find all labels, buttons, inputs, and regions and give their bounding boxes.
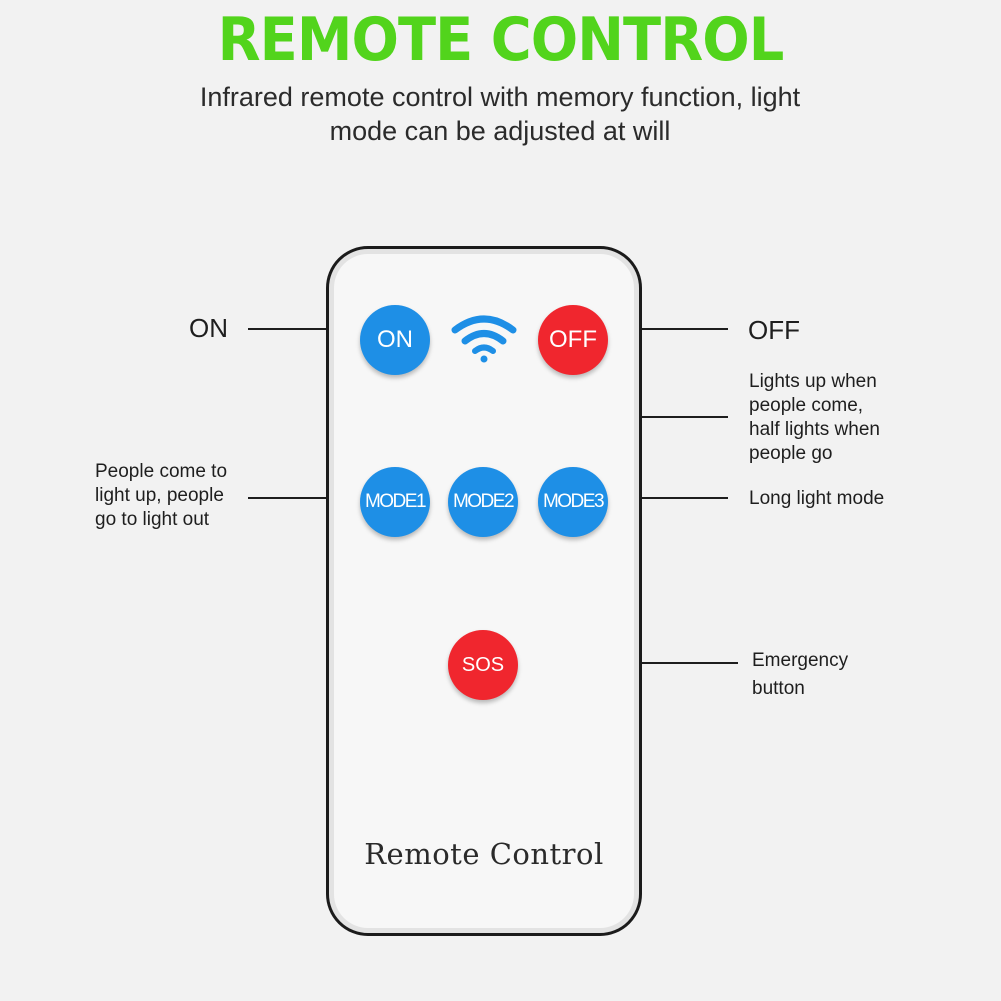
annotation-mode2: Lights up when people come, half lights … bbox=[749, 370, 949, 466]
off-button-label: OFF bbox=[549, 326, 597, 353]
annotation-line: Lights up when bbox=[749, 371, 877, 392]
annotation-mode3: Long light mode bbox=[749, 487, 969, 511]
annotation-line: People come to bbox=[95, 461, 228, 482]
sos-button[interactable]: SOS bbox=[448, 630, 518, 700]
off-button[interactable]: OFF bbox=[538, 305, 608, 375]
annotation-line: button bbox=[752, 678, 805, 699]
sos-button-label: SOS bbox=[461, 654, 505, 676]
mode2-button[interactable]: MODE2 bbox=[448, 467, 518, 537]
annotation-line: go to light out bbox=[95, 509, 210, 530]
mode1-button[interactable]: MODE1 bbox=[360, 467, 430, 537]
subtitle-line: Infrared remote control with memory func… bbox=[199, 82, 801, 112]
annotation-sos: Emergency button bbox=[752, 647, 912, 703]
annotation-line: light up, people bbox=[95, 485, 224, 506]
annotation-line: ON bbox=[189, 313, 228, 343]
annotation-off: OFF bbox=[748, 314, 800, 346]
annotation-line: half lights when bbox=[749, 419, 880, 440]
annotation-mode1: People come to light up, people go to li… bbox=[95, 460, 295, 532]
annotation-line: Long light mode bbox=[749, 488, 885, 509]
remote-brand-text: Remote Control bbox=[364, 837, 604, 871]
annotation-line: Emergency bbox=[752, 650, 849, 671]
mode2-button-label: MODE2 bbox=[452, 491, 515, 512]
wifi-icon bbox=[451, 315, 517, 363]
mode3-button-label: MODE3 bbox=[542, 491, 605, 512]
annotation-line: OFF bbox=[748, 315, 800, 345]
annotation-line: people go bbox=[749, 443, 833, 464]
on-button-label: ON bbox=[377, 326, 413, 353]
annotation-line: people come, bbox=[749, 395, 864, 416]
annotation-on: ON bbox=[189, 312, 228, 344]
page-subtitle: Infrared remote control with memory func… bbox=[150, 80, 850, 148]
mode1-button-label: MODE1 bbox=[364, 491, 427, 512]
subtitle-line: mode can be adjusted at will bbox=[329, 116, 671, 146]
on-button[interactable]: ON bbox=[360, 305, 430, 375]
mode3-button[interactable]: MODE3 bbox=[538, 467, 608, 537]
page-title: REMOTE CONTROL bbox=[217, 5, 785, 75]
